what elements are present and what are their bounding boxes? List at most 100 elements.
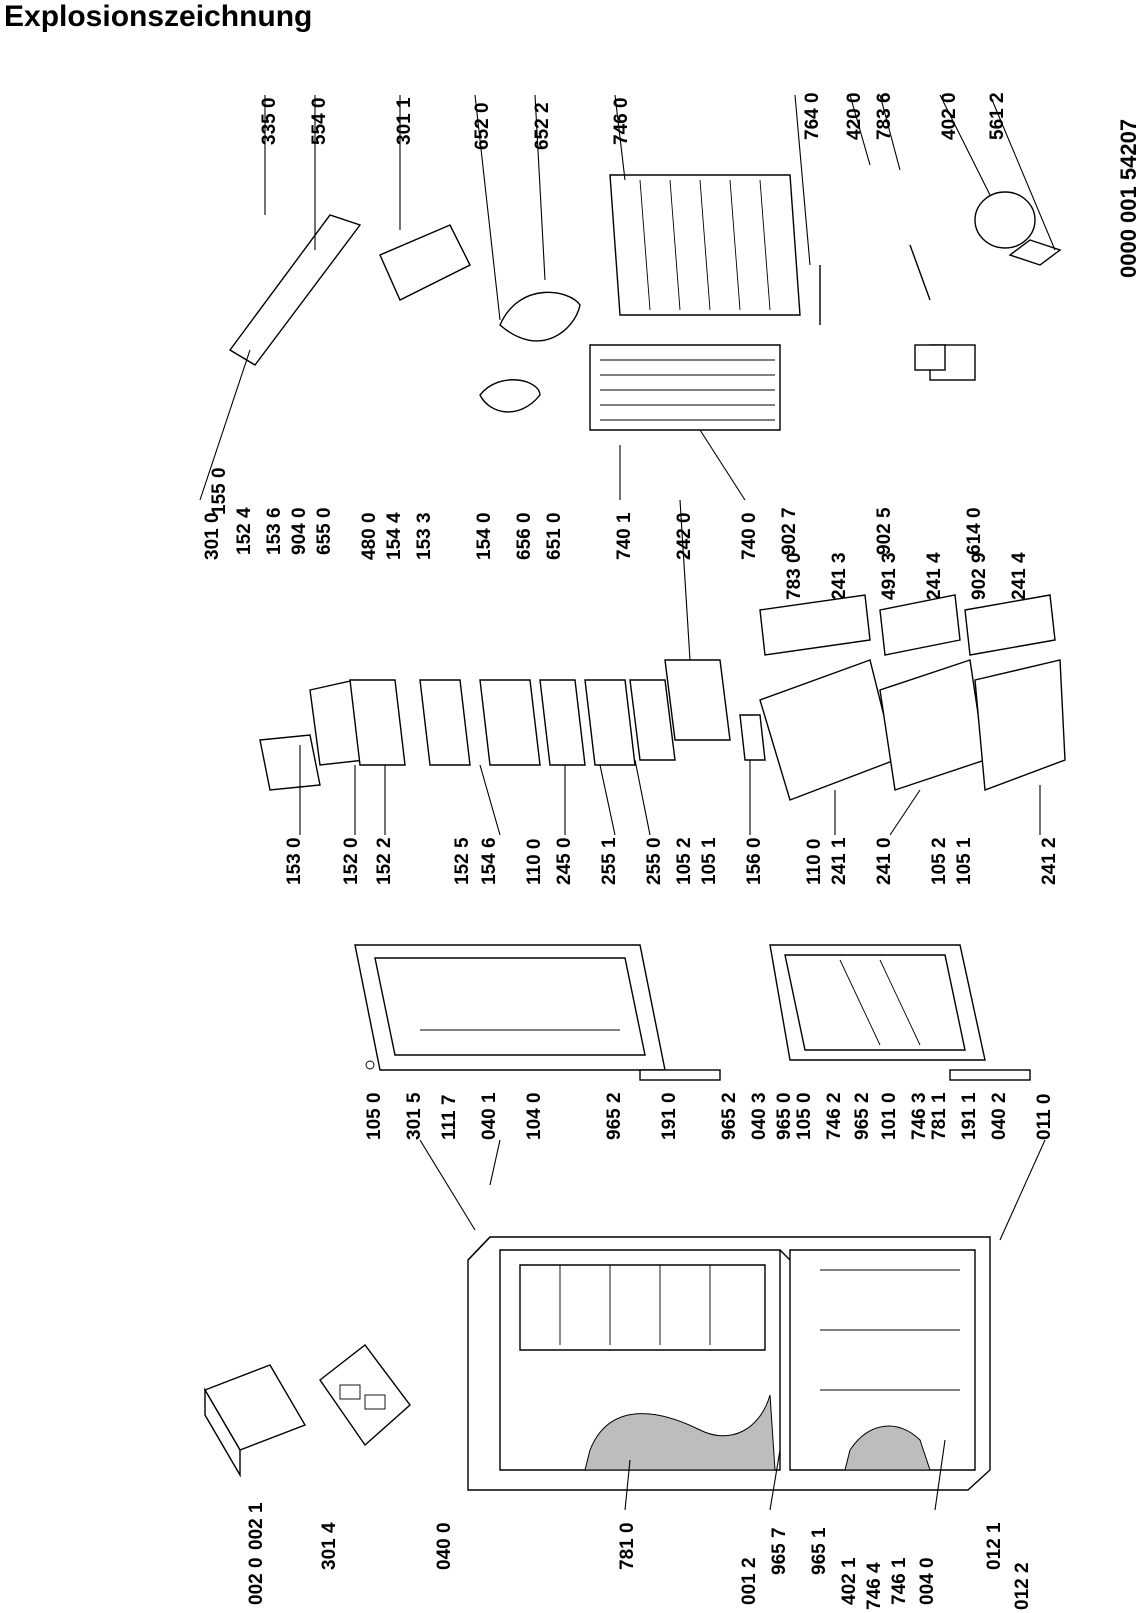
- part-label: 491 3: [879, 552, 900, 600]
- part-label: 040 2: [989, 1092, 1010, 1140]
- leader-lines: [199, 94, 1056, 1511]
- part-label: 040 0: [434, 1522, 455, 1570]
- cabinet: [467, 1236, 991, 1491]
- part-label: 002 1: [246, 1502, 267, 1550]
- part-label: 965 0: [774, 1092, 795, 1140]
- part-label: 301 0: [202, 512, 223, 560]
- part-label: 554 0: [309, 97, 330, 145]
- part-label: 764 0: [802, 92, 823, 140]
- part-label: 965 1: [809, 1527, 830, 1575]
- part-label: 154 0: [474, 512, 495, 560]
- part-label: 480 0: [359, 512, 380, 560]
- part-label: 012 1: [984, 1522, 1005, 1570]
- part-label: 655 0: [314, 507, 335, 555]
- part-label: 105 0: [794, 1092, 815, 1140]
- condenser: [589, 344, 781, 431]
- part-label: 652 0: [472, 102, 493, 150]
- part-label: 614 0: [964, 507, 985, 555]
- part-label: 420 0: [844, 92, 865, 140]
- part-label: 110 0: [524, 839, 545, 886]
- part-label: 154 6: [479, 837, 500, 885]
- door-bar-lower: [949, 1069, 1031, 1081]
- part-label: 154 4: [384, 512, 405, 560]
- lamp-housing: [499, 291, 581, 342]
- part-label: 001 2: [739, 1557, 760, 1605]
- top-frame: [319, 1344, 411, 1447]
- part-label: 902 5: [874, 507, 895, 555]
- part-label: 746 4: [864, 1562, 885, 1610]
- part-label: 902 7: [779, 507, 800, 555]
- part-label: 191 0: [659, 1092, 680, 1140]
- panel-301-1: [379, 224, 471, 301]
- part-label: 153 6: [264, 507, 285, 555]
- part-label: 746 0: [611, 97, 632, 145]
- part-label: 155 0: [209, 467, 230, 515]
- drawers: [759, 594, 1066, 801]
- part-label: 746 3: [909, 1092, 930, 1140]
- door-upper: [354, 944, 666, 1071]
- part-label: 301 1: [394, 97, 415, 145]
- part-label: 245 0: [554, 837, 575, 885]
- part-label: 104 0: [524, 1092, 545, 1140]
- part-label: 191 1: [959, 1092, 980, 1140]
- part-label: 152 2: [374, 837, 395, 885]
- part-label: 011 0: [1034, 1094, 1055, 1141]
- part-label: 156 0: [744, 837, 765, 885]
- part-label: 783 6: [874, 92, 895, 140]
- part-label: 781 0: [617, 1522, 638, 1570]
- part-label: 241 2: [1039, 837, 1060, 885]
- part-label: 153 0: [284, 837, 305, 885]
- part-label: 105 1: [699, 837, 720, 885]
- door-shelves: [259, 659, 766, 791]
- thermostat-panel: [914, 344, 946, 371]
- part-label: 241 4: [1009, 552, 1030, 600]
- evaporator: [609, 174, 801, 316]
- part-label: 902 9: [969, 552, 990, 600]
- part-label: 651 0: [544, 512, 565, 560]
- part-label: 301 4: [319, 1522, 340, 1570]
- part-label: 105 0: [364, 1092, 385, 1140]
- part-label: 335 0: [259, 97, 280, 145]
- part-label: 012 2: [1012, 1562, 1033, 1610]
- part-label: 652 2: [532, 102, 553, 150]
- compressor: [974, 191, 1062, 266]
- part-label: 255 0: [644, 837, 665, 885]
- part-label: 561 2: [987, 92, 1008, 140]
- part-label: 040 3: [749, 1092, 770, 1140]
- part-label: 965 7: [769, 1527, 790, 1575]
- part-label: 255 1: [599, 837, 620, 885]
- part-label: 904 0: [289, 507, 310, 555]
- part-label: 111 7: [439, 1095, 460, 1140]
- part-label: 040 1: [479, 1092, 500, 1140]
- part-label: 656 0: [514, 512, 535, 560]
- part-label: 301 5: [404, 1092, 425, 1140]
- top-plate: [228, 214, 362, 366]
- part-label: 152 0: [341, 837, 362, 885]
- part-label: 241 1: [829, 837, 850, 885]
- part-label: 746 1: [889, 1557, 910, 1605]
- part-label: 152 5: [452, 837, 473, 885]
- part-label: 402 1: [839, 1557, 860, 1605]
- part-label: 110 0: [804, 839, 825, 886]
- part-label: 783 0: [784, 552, 805, 600]
- capillary-rod: [909, 244, 931, 301]
- part-label: 004 0: [917, 1557, 938, 1605]
- part-label: 241 3: [829, 552, 850, 600]
- part-label: 740 0: [739, 512, 760, 560]
- part-label: 746 2: [824, 1092, 845, 1140]
- light-cover: [479, 379, 541, 413]
- part-label: 105 2: [674, 837, 695, 885]
- part-label: 965 2: [852, 1092, 873, 1140]
- top-cover: [203, 1364, 307, 1478]
- document-number: 0000 001 54207: [1116, 119, 1141, 278]
- page-title: Explosionszeichnung: [4, 0, 313, 33]
- part-label: 153 3: [414, 512, 435, 560]
- part-label: 740 1: [614, 512, 635, 560]
- part-label: 965 2: [719, 1092, 740, 1140]
- door-bar-upper: [639, 1069, 721, 1081]
- part-label: 105 1: [954, 837, 975, 885]
- door-lower: [769, 944, 986, 1061]
- part-label: 105 2: [929, 837, 950, 885]
